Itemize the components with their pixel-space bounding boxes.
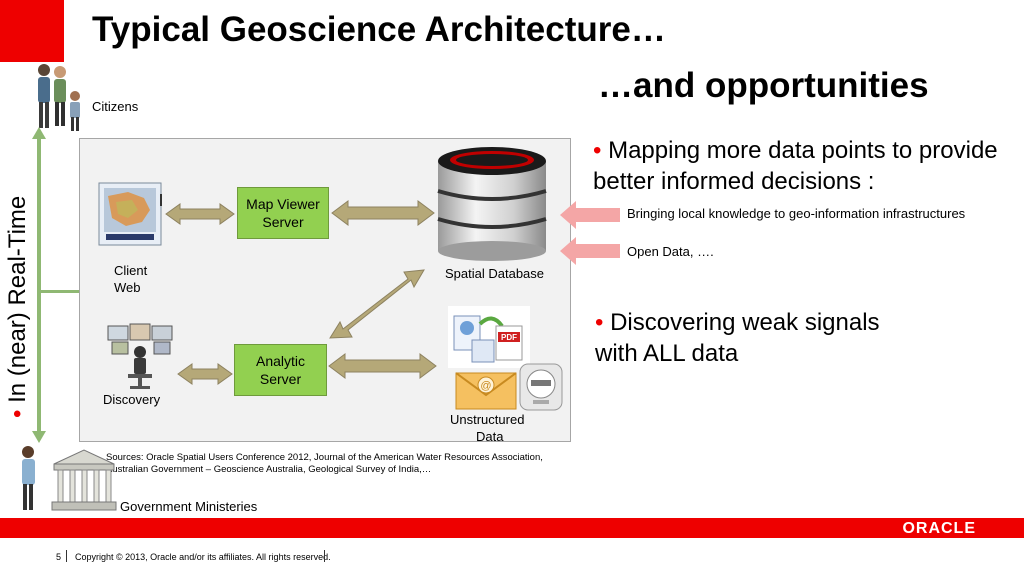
bullet-weak-signals: • Discovering weak signals [595,308,880,338]
people-icon [38,64,80,131]
page-number: 5 [56,552,62,562]
bullet-weak-signals-line2: with ALL data [595,340,739,367]
sub-local-knowledge: Bringing local knowledge to geo-informat… [627,206,966,221]
operator-workstation-icon [107,323,173,389]
arrow-discovery-analytic [177,363,233,385]
timeline-arrow [32,127,80,443]
footer-divider-1 [66,550,67,562]
bullet-weak-signals-line1: Discovering weak signals [610,309,880,336]
client-label: Client [114,263,148,278]
map-viewer-label: Map Viewer [246,196,320,212]
data-label: Data [476,429,504,444]
sub-open-data: Open Data, …. [627,244,714,259]
footer-band [0,518,1024,538]
analytic-label: Analytic [255,353,306,369]
ministries-label: Government Ministeries [120,499,258,514]
arrow-analytic-unstructured [328,353,437,379]
bullet-mapping-line2: better informed decisions : [593,168,875,195]
footer-divider-2 [324,550,325,562]
bullet-mapping: • Mapping more data points to provide [593,136,998,166]
discovery-label: Discovery [103,392,161,407]
unstructured-label: Unstructured [450,412,525,427]
analytic-server-label: Server [259,371,302,387]
oracle-logo: ORACLE [902,520,976,537]
diagram-arrows [165,200,437,385]
web-label: Web [114,280,141,295]
svg-text:@: @ [480,380,491,392]
meter-icon [519,363,563,411]
arrow-database-analytic [329,269,425,339]
bullet-dot: • [595,309,611,336]
arrow-client-mapviewer [165,203,235,225]
database-icon [437,147,547,261]
spatial-database-label: Spatial Database [445,266,545,281]
map-viewer-server-label: Server [262,214,304,230]
documents-icon: PDF [448,306,530,368]
email-icon: @ [455,372,517,410]
arrow-mapviewer-database [331,200,435,226]
slide-title: Typical Geoscience Architecture… [92,10,666,49]
pink-arrow-2 [560,237,620,265]
pink-arrow-1 [560,201,620,229]
government-building-icon [22,446,117,511]
monitor-map-icon [98,182,162,246]
copyright-text: Copyright © 2013, Oracle and/or its affi… [75,552,331,562]
citizens-label: Citizens [92,99,139,114]
bullet-mapping-line1: Mapping more data points to provide [608,137,998,164]
brand-corner-block [0,0,64,62]
slide-subtitle: …and opportunities [598,66,929,105]
sources-note: Sources: Oracle Spatial Users Conference… [106,452,543,475]
bullet-dot: • [593,137,609,164]
pdf-label: PDF [501,333,517,342]
